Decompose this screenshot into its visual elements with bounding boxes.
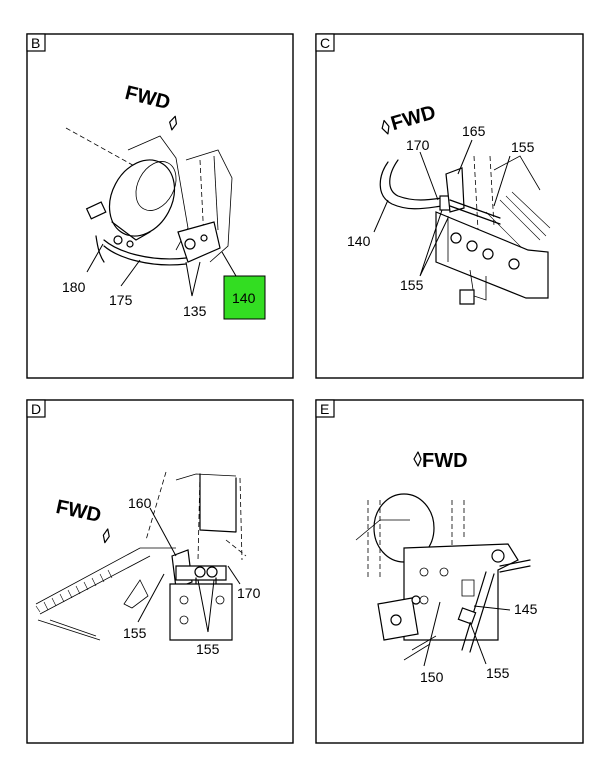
panel-d-drawing [35,471,247,641]
panel-e-tag: E [320,401,329,417]
panel-d-tag-box [26,399,46,418]
panel-b-callout-140: 140 [232,290,256,306]
panel-b-leader-135 [185,261,201,297]
panel-e-drawing [355,493,531,661]
panel-e: E FWD [315,399,584,744]
panel-b-leader-180 [86,243,104,273]
panel-e-fwd-label: FWD [422,450,468,472]
panel-c-drawing [379,155,551,305]
panel-d-leader-170 [227,565,241,585]
panel-d-tag: D [31,401,41,417]
panel-b-fwd-arrow-icon [169,115,178,131]
panel-b-tag-box [26,33,46,52]
panel-c-fwd-arrow-icon [381,119,390,135]
panel-d-callout-155-bottom: 155 [196,641,220,657]
panel-c-leader-155-top [493,155,511,207]
panel-e-callout-150: 150 [420,669,444,685]
panel-b-callout-180: 180 [62,279,86,295]
panel-b-callout-175: 175 [109,292,133,308]
panel-c-tag: C [320,35,330,51]
panel-d: D FWD [26,399,294,744]
panel-e-fwd-arrow-icon [413,451,422,467]
panel-e-callout-145: 145 [514,601,538,617]
panel-c-callout-155-bottom: 155 [400,277,424,293]
panel-c: C FWD [315,33,584,379]
panel-e-tag-box [315,399,335,418]
panel-d-leader-155-bottom [197,579,215,633]
panel-b-callout-135: 135 [183,303,207,319]
panel-b-drawing [65,127,233,266]
panel-c-tag-box [315,33,335,52]
panel-c-callout-165: 165 [462,123,486,139]
panel-b-leader-140 [221,251,237,277]
panel-c-callout-170: 170 [406,137,430,153]
panel-c-leader-140 [373,199,389,233]
panel-d-callout-155-left: 155 [123,625,147,641]
panel-d-leader-160 [149,507,177,557]
panel-b-highlight-box [223,275,266,320]
panel-d-callout-170: 170 [237,585,261,601]
panel-e-callout-155: 155 [486,665,510,681]
panel-b: B FWD [26,33,294,379]
panel-c-callout-140: 140 [347,233,371,249]
panel-d-leader-155-left [137,573,165,623]
panel-c-callout-155-top: 155 [511,139,535,155]
panel-c-leader-170 [419,151,439,201]
panel-d-fwd-arrow-icon [102,528,110,544]
panel-e-leader-155 [469,621,487,665]
panel-e-leader-150 [423,601,441,667]
panel-c-leader-155-bottom [419,209,449,277]
panel-b-leader-175 [120,259,141,287]
panel-c-leader-165 [457,139,473,175]
panel-d-callout-160: 160 [128,495,152,511]
panel-e-leader-145 [473,605,511,611]
panel-d-frame [26,399,294,744]
panel-b-tag: B [31,35,40,51]
